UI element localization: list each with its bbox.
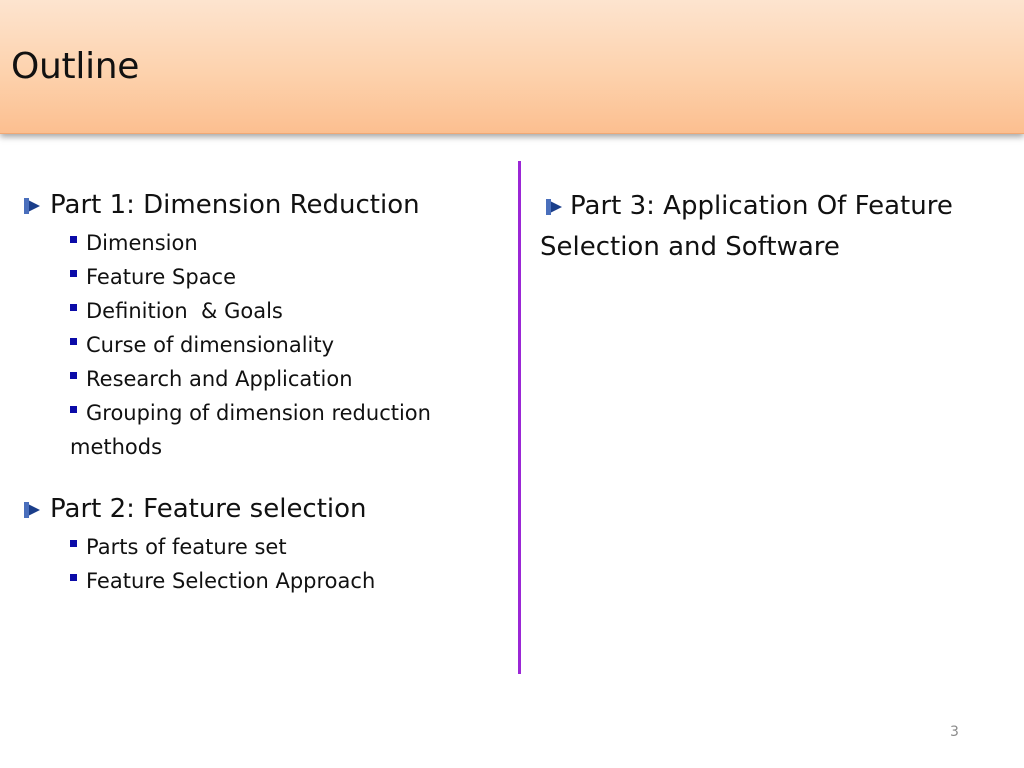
list-item: Feature Space bbox=[70, 260, 514, 294]
arrow-bullet-icon bbox=[24, 502, 40, 518]
list-item: Feature Selection Approach bbox=[70, 564, 514, 598]
square-bullet-icon bbox=[70, 269, 77, 277]
section-heading-text: Part 3: Application Of Feature Selection… bbox=[540, 191, 953, 262]
square-bullet-icon bbox=[70, 539, 77, 547]
square-bullet-icon bbox=[70, 405, 77, 413]
square-bullet-icon bbox=[70, 303, 77, 311]
section-part-2: Part 2: Feature selection Parts of featu… bbox=[24, 490, 514, 598]
list-item-text: Definition & Goals bbox=[86, 299, 283, 323]
square-bullet-icon bbox=[70, 235, 77, 243]
section-heading-text: Part 1: Dimension Reduction bbox=[50, 190, 420, 220]
list-item: Parts of feature set bbox=[70, 530, 514, 564]
page-number: 3 bbox=[950, 724, 959, 740]
left-column: Part 1: Dimension Reduction Dimension Fe… bbox=[24, 186, 514, 598]
title-bar: Outline bbox=[0, 0, 1024, 134]
section-part-3: Part 3: Application Of Feature Selection… bbox=[540, 186, 1000, 268]
column-divider bbox=[518, 161, 521, 674]
list-item-text: Curse of dimensionality bbox=[86, 333, 335, 357]
section-heading: Part 1: Dimension Reduction bbox=[24, 186, 514, 224]
right-column: Part 3: Application Of Feature Selection… bbox=[540, 186, 1000, 268]
square-bullet-icon bbox=[70, 337, 77, 345]
list-item: Grouping of dimension reduction methods bbox=[70, 396, 490, 464]
list-item: Curse of dimensionality bbox=[70, 328, 514, 362]
arrow-bullet-icon bbox=[546, 199, 562, 215]
list-item-text: Research and Application bbox=[86, 367, 353, 391]
section-part-1: Part 1: Dimension Reduction Dimension Fe… bbox=[24, 186, 514, 464]
section-heading-text: Part 2: Feature selection bbox=[50, 494, 367, 524]
list-item-text: Feature Space bbox=[86, 265, 237, 289]
slide-title: Outline bbox=[11, 46, 140, 87]
list-item: Definition & Goals bbox=[70, 294, 514, 328]
list-item-text: Feature Selection Approach bbox=[86, 569, 376, 593]
list-item: Research and Application bbox=[70, 362, 514, 396]
sub-item-list: Parts of feature set Feature Selection A… bbox=[24, 530, 514, 598]
square-bullet-icon bbox=[70, 573, 77, 581]
section-heading: Part 2: Feature selection bbox=[24, 490, 514, 528]
list-item: Dimension bbox=[70, 226, 514, 260]
arrow-bullet-icon bbox=[24, 198, 40, 214]
sub-item-list: Dimension Feature Space Definition & Goa… bbox=[24, 226, 514, 464]
list-item-text: Parts of feature set bbox=[86, 535, 287, 559]
list-item-text: Dimension bbox=[86, 231, 198, 255]
square-bullet-icon bbox=[70, 371, 77, 379]
list-item-text: Grouping of dimension reduction methods bbox=[70, 401, 431, 459]
